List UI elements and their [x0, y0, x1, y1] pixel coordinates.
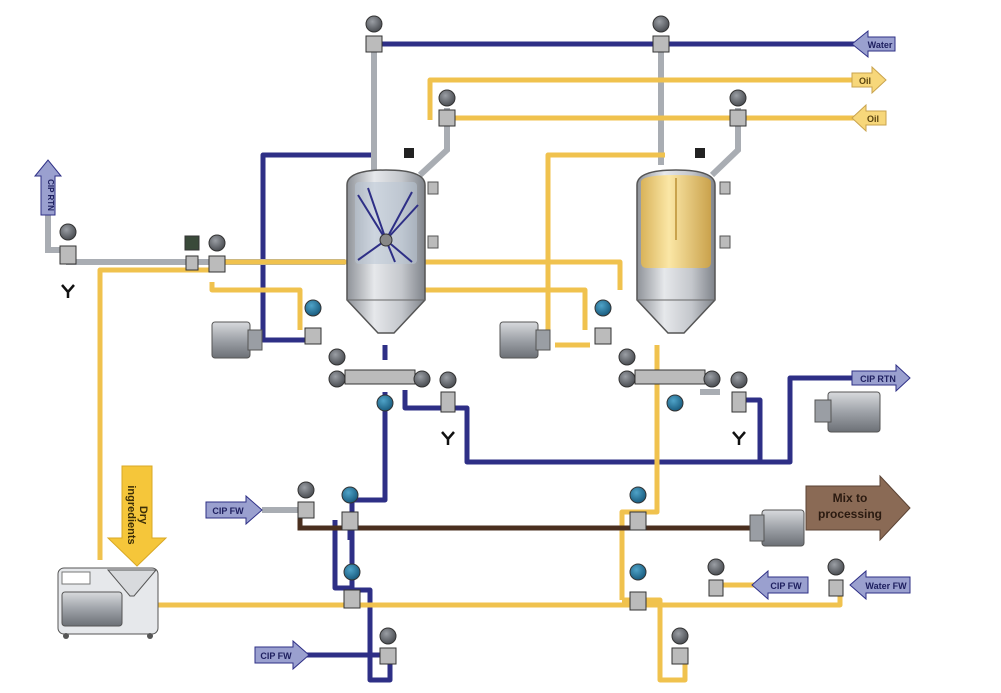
valve-mid-blue-1 — [341, 486, 359, 531]
cip-rtn-right-arrow: CIP RTN — [851, 363, 911, 393]
mix-label-line1: Mix to — [833, 491, 868, 505]
valve-flow-meter — [184, 235, 200, 271]
valve-mid-blue-2 — [629, 486, 647, 531]
valve-drain-2 — [730, 371, 748, 413]
oil-in-label: Oil — [867, 114, 879, 124]
cip-rtn-left-label: CIP RTN — [46, 179, 55, 211]
pump-tank2 — [499, 321, 551, 359]
oil-inlet-arrow: Oil — [851, 103, 887, 133]
water-fw-label: Water FW — [865, 581, 907, 591]
tank-2 — [636, 148, 731, 334]
tank-1 — [346, 148, 439, 334]
valve-cluster-1 — [328, 348, 431, 412]
valve-cip-rtn-left — [59, 223, 77, 265]
valve-left-feed — [208, 234, 226, 273]
valve-low-blue-1 — [343, 563, 361, 609]
valves — [59, 15, 845, 665]
valve-cip-fw-left — [297, 481, 315, 519]
powder-mixer — [57, 567, 159, 639]
valve-cip-fw-mid — [707, 558, 725, 597]
cip-rtn-right-label: CIP RTN — [860, 374, 896, 384]
cip-rtn-left-arrow: CIP RTN — [33, 159, 63, 216]
cip-fw-bottom-label: CIP FW — [260, 651, 292, 661]
cip-fw-mid-label: CIP FW — [770, 581, 802, 591]
mix-to-processing-arrow: Mix to processing — [805, 474, 911, 542]
valve-water-1 — [365, 15, 383, 53]
valve-drain-1 — [439, 371, 457, 413]
water-inlet-arrow: Water — [851, 29, 896, 59]
cip-fw-left-arrow: CIP FW — [205, 494, 263, 526]
water-label: Water — [868, 40, 893, 50]
cip-fw-left-label: CIP FW — [212, 506, 244, 516]
cip-fw-bottom-arrow: CIP FW — [254, 639, 310, 671]
pump-mix — [749, 509, 805, 547]
valve-water-2 — [652, 15, 670, 53]
valve-tank1-blue — [304, 299, 322, 345]
water-fw-arrow: Water FW — [849, 569, 911, 601]
valve-oil-2 — [729, 89, 747, 127]
valve-oil-1 — [438, 89, 456, 127]
dry-label-line2: ingredients — [125, 485, 137, 544]
pump-tank1 — [211, 321, 263, 359]
oil-out-label: Oil — [859, 76, 871, 86]
valve-tank2-blue — [594, 299, 612, 345]
mix-label-line2: processing — [818, 507, 882, 521]
dry-label-line1: Dry — [137, 506, 149, 525]
cip-fw-mid-arrow: CIP FW — [751, 569, 809, 601]
valve-bottom-1 — [379, 627, 397, 665]
valve-cluster-2 — [618, 348, 721, 412]
valve-bottom-2 — [671, 627, 689, 665]
valve-water-fw — [827, 558, 845, 597]
pump-cip-return — [814, 391, 881, 433]
brown-pipe — [297, 510, 760, 531]
valve-low-blue-2 — [629, 563, 647, 611]
oil-outlet-arrow: Oil — [851, 65, 887, 95]
drain-symbols — [61, 284, 746, 445]
dry-ingredients-arrow: Dry ingredients — [106, 465, 168, 567]
